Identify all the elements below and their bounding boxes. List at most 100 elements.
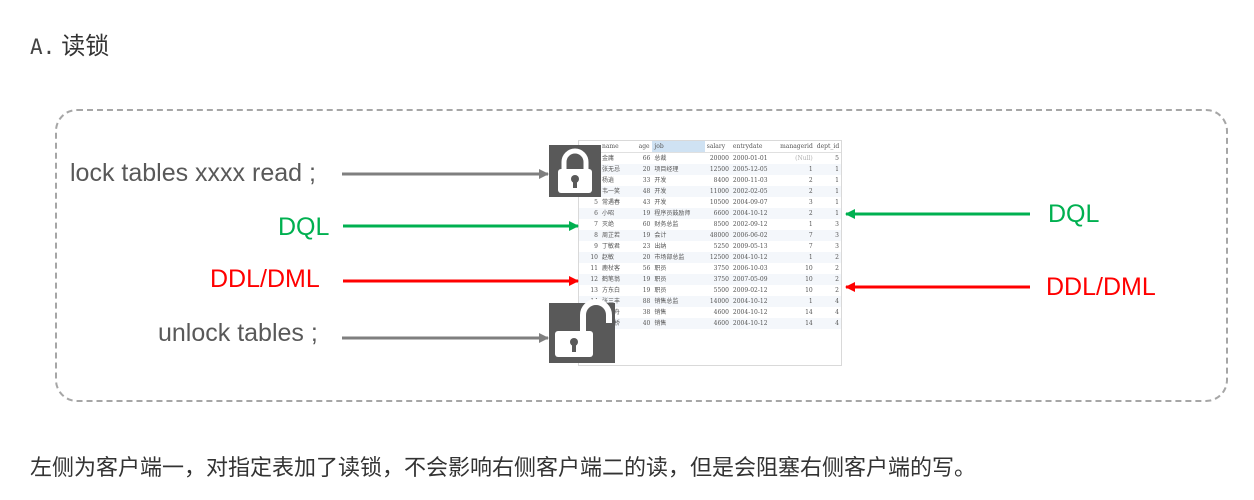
table-cell: 12500 xyxy=(704,252,731,263)
table-cell: 8500 xyxy=(713,221,729,228)
table-cell: 2 xyxy=(814,252,841,263)
table-cell: 职员 xyxy=(654,287,667,294)
table-cell: 23 xyxy=(642,243,651,250)
table-cell: 7 xyxy=(778,230,815,241)
table-cell: 总裁 xyxy=(654,155,667,162)
table-cell: 会计 xyxy=(652,230,705,241)
table-cell: 9 xyxy=(594,243,598,250)
table-cell: 3 xyxy=(808,199,813,206)
table-cell: 43 xyxy=(642,199,651,206)
table-cell: 66 xyxy=(642,155,651,162)
table-cell: 3 xyxy=(814,230,841,241)
table-cell: 2 xyxy=(778,186,815,197)
table-cell: 60 xyxy=(642,221,651,228)
table-cell: 2007-05-09 xyxy=(730,274,779,285)
table-cell: 19 xyxy=(636,208,653,219)
table-cell: 2004-10-12 xyxy=(730,296,779,307)
table-cell: 灭绝 xyxy=(601,221,614,228)
table-cell: 2002-02-05 xyxy=(730,186,779,197)
table-cell: 程序员鼓励师 xyxy=(652,208,705,219)
table-cell: 2002-09-12 xyxy=(732,221,768,228)
table-cell: 12500 xyxy=(704,164,731,175)
table-body: 1金庸66总裁200002000-01-01(Null)52张无忌20项目经理1… xyxy=(579,153,841,329)
table-cell: 10 xyxy=(579,252,600,263)
table-cell: 2 xyxy=(835,265,839,272)
section-heading: A. 读锁 xyxy=(30,26,109,62)
table-cell: 2005-12-05 xyxy=(730,164,779,175)
table-cell: 职员 xyxy=(654,265,667,272)
table-cell: 2004-10-12 xyxy=(730,252,779,263)
section-marker: A. xyxy=(30,35,56,59)
table-header-cell: job xyxy=(652,141,705,153)
table-cell: 12 xyxy=(579,274,600,285)
table-cell: 赵敏 xyxy=(599,252,637,263)
table-cell: 财务总监 xyxy=(654,221,679,228)
table-header-cell: salary xyxy=(704,141,731,153)
table-cell: 56 xyxy=(642,265,651,272)
table-cell: 38 xyxy=(642,309,651,316)
table-header-cell: age xyxy=(636,141,653,153)
table-cell: 3 xyxy=(835,243,839,250)
table-cell: 职员 xyxy=(652,274,705,285)
table-cell: 2004-09-07 xyxy=(732,199,768,206)
table-cell: 4600 xyxy=(704,318,731,329)
table-cell: 销售总监 xyxy=(652,296,705,307)
table-cell: (Null) xyxy=(795,155,813,162)
table-cell: 韦一笑 xyxy=(599,186,637,197)
table-cell: 开发 xyxy=(652,186,705,197)
table-cell: 丁敏君 xyxy=(601,243,620,250)
client1-ddl-dml-label: DDL/DML xyxy=(210,265,320,293)
table-cell: 2006-06-02 xyxy=(730,230,779,241)
table-header-cell: managerid xyxy=(778,141,815,153)
table-cell: 19 xyxy=(636,230,653,241)
table-header-cell: dept_id xyxy=(814,141,841,153)
padlock-open-icon xyxy=(549,299,615,363)
table-cell: 2009-05-13 xyxy=(732,243,768,250)
table-cell: 48 xyxy=(636,186,653,197)
table-cell: 2009-02-12 xyxy=(732,287,768,294)
table-cell: 33 xyxy=(642,177,651,184)
table-cell: 3750 xyxy=(713,265,729,272)
table-cell: 11 xyxy=(590,265,598,272)
table-cell: 5250 xyxy=(713,243,729,250)
client1-dql-label: DQL xyxy=(278,213,330,241)
table-cell: 金庸 xyxy=(601,155,614,162)
table-cell: 14 xyxy=(778,318,815,329)
section-title: 读锁 xyxy=(61,32,110,60)
diagram-caption: 左侧为客户端一，对指定表加了读锁，不会影响右侧客户端二的读，但是会阻塞右侧客户端… xyxy=(30,456,977,481)
table-cell: 开发 xyxy=(654,199,667,206)
table-cell: 张三丰 xyxy=(599,296,637,307)
table-cell: 销售 xyxy=(654,309,667,316)
table-cell: 1 xyxy=(814,186,841,197)
table-cell: 5 xyxy=(835,155,839,162)
table-header-cell: entrydate xyxy=(730,141,779,153)
table-cell: 5 xyxy=(594,199,598,206)
lock-tables-command-label: lock tables xxxx read ; xyxy=(70,159,316,187)
table-cell: 2 xyxy=(778,208,815,219)
table-cell: 2004-10-12 xyxy=(730,318,779,329)
table-cell: 1 xyxy=(835,177,839,184)
table-cell: 方东白 xyxy=(601,287,620,294)
table-cell: 14 xyxy=(805,309,813,316)
table-cell: 1 xyxy=(814,208,841,219)
table-cell: 3 xyxy=(835,221,839,228)
table-cell: 销售 xyxy=(652,318,705,329)
table-cell: 2006-10-03 xyxy=(732,265,768,272)
table-cell: 开发 xyxy=(654,177,667,184)
client2-dql-label: DQL xyxy=(1048,200,1100,228)
table-cell: 1 xyxy=(778,296,815,307)
table-cell: 小昭 xyxy=(599,208,637,219)
table-cell: 5500 xyxy=(713,287,729,294)
table-cell: 市场部总监 xyxy=(652,252,705,263)
table-cell: 2 xyxy=(814,274,841,285)
table-cell: 鹤笔翁 xyxy=(599,274,637,285)
